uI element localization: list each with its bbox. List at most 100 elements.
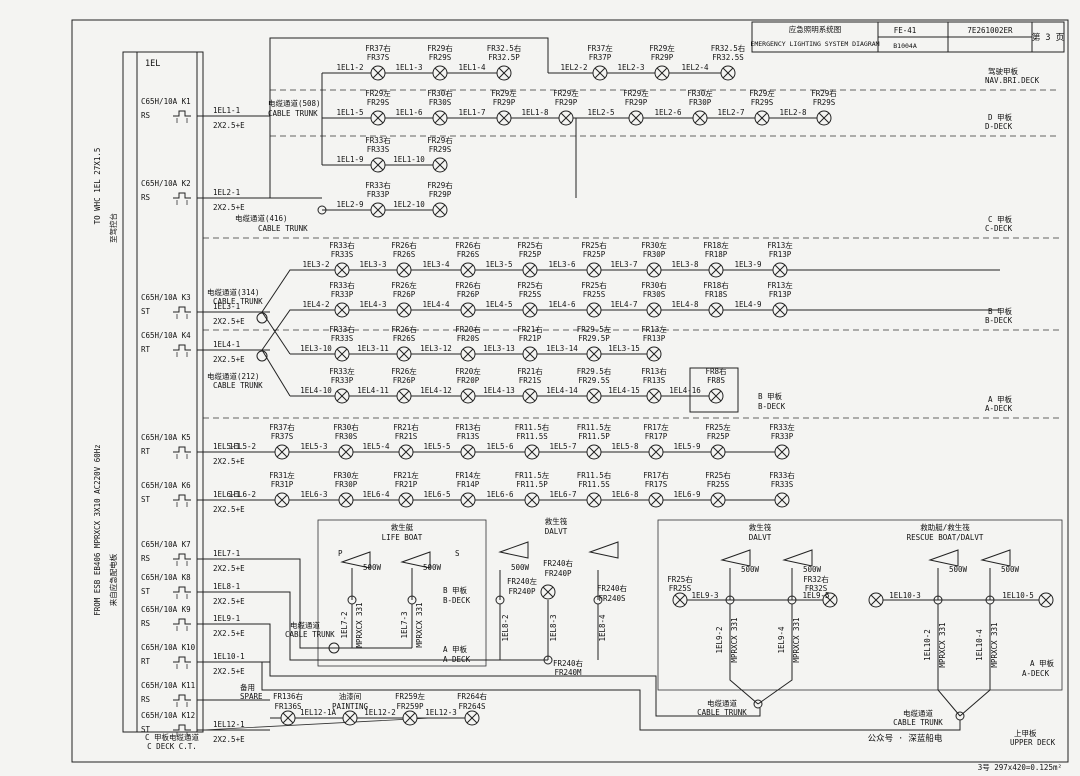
row-c-deck-lamp-pos: FR26右 xyxy=(455,240,481,250)
row-d2-lamp-id: FR29S xyxy=(429,145,452,154)
floodlight xyxy=(498,541,529,559)
seg-label: 1EL12-3 xyxy=(425,708,457,717)
row-c-deck-lamp-icon xyxy=(396,262,412,278)
row-c-deck-circuit-label: 1EL3-7 xyxy=(610,260,637,269)
row-b2-lamp-icon xyxy=(460,346,476,362)
row-b2-lamp-id: FR21P xyxy=(519,334,542,343)
vert-cable: MPRXCX 331 xyxy=(938,622,947,667)
feeder-to-whc: TO WHC 1EL 27X1.5 xyxy=(93,148,102,225)
row-d-lamp-pos: FR29左 xyxy=(749,88,775,98)
trunk-label-en: CABLE TRUNK xyxy=(213,297,263,306)
row-k6-lamp-pos: FR30左 xyxy=(333,470,359,480)
row-d2-circuit-label: 1EL1-9 xyxy=(336,155,363,164)
row-k5-lamp-icon xyxy=(586,444,602,460)
row-a-circuit-label: 1EL4-12 xyxy=(420,386,452,395)
row-a-lamp-id: FR29.5S xyxy=(578,376,610,385)
row-d-lamp-id: FR29P xyxy=(625,98,648,107)
row-a-lamp-pos: FR33左 xyxy=(329,366,355,376)
row-nav-b-lamp-icon xyxy=(720,65,736,81)
spare-en: SPARE xyxy=(240,692,263,701)
row-k6-lamp-icon xyxy=(274,492,290,508)
row-nav-b-lamp-id: FR29P xyxy=(651,53,674,62)
feeder-cable: 2X2.5+E xyxy=(213,735,245,744)
feeder-circuit: 1EL9-1 xyxy=(213,614,240,623)
breaker-phase: RT xyxy=(141,447,151,456)
breaker-phase: RT xyxy=(141,345,151,354)
row-d2-lamp-id: FR33S xyxy=(367,145,390,154)
row-k5-lamp-id: FR37S xyxy=(271,432,294,441)
lamp-pos: FR136右 xyxy=(273,691,304,701)
row-d-lamp-icon xyxy=(816,110,832,126)
vert-circuit: 1EL8-3 xyxy=(549,614,558,641)
lamp-pos: FR240左 xyxy=(507,576,538,586)
row-k5-circuit-label: 1EL5-3 xyxy=(300,442,327,451)
vert-circuit: 1EL8-4 xyxy=(598,614,607,642)
vert-cable: MPRXCX 331 xyxy=(415,602,424,647)
row-b-deck-lamp-icon xyxy=(522,302,538,318)
row-k5-lamp-icon xyxy=(524,444,540,460)
row-c-deck-circuit-label: 1EL3-9 xyxy=(734,260,761,269)
row-b-deck-lamp-pos: FR25右 xyxy=(581,280,607,290)
breaker-phase: ST xyxy=(141,495,151,504)
row-k6-circuit-label: 1EL6-5 xyxy=(423,490,450,499)
row-c-deck-lamp-icon xyxy=(646,262,662,278)
row-k5-circuit-label: 1EL5-5 xyxy=(423,442,450,451)
row-b-deck-lamp-id: FR25S xyxy=(519,290,542,299)
row-c-lamp-id: FR29P xyxy=(429,190,452,199)
row-k6-lamp-pos: FR17右 xyxy=(643,470,669,480)
rescue-cable xyxy=(959,604,991,717)
row-k5-lamp-pos: FR33左 xyxy=(769,422,795,432)
row-c-lamp-icon xyxy=(432,202,448,218)
panel-bus-label-en: C DECK C.T. xyxy=(147,742,197,751)
breaker-phase: RS xyxy=(141,695,151,704)
feeder-circuit: 1EL6-1 xyxy=(213,490,240,499)
row-d2-lamp-icon xyxy=(370,157,386,173)
trunk-label-en: CABLE TRUNK xyxy=(258,224,308,233)
deck-label-cn: 上甲板 xyxy=(1014,728,1037,738)
breaker-k2 xyxy=(173,192,191,205)
diagram-frame xyxy=(71,19,1069,763)
lamp-pos: FR259左 xyxy=(395,691,426,701)
row-b2-lamp-id: FR33S xyxy=(331,334,354,343)
row-nav-b-circuit-label: 1EL2-2 xyxy=(560,63,587,72)
breaker-k10 xyxy=(173,656,191,669)
breaker-rating: C65H/10A K9 xyxy=(141,605,191,614)
panel-1el xyxy=(122,51,204,733)
row-a-lamp-icon xyxy=(334,388,350,404)
row-d2-lamp-pos: FR29右 xyxy=(427,135,453,145)
breaker-rating: C65H/10A K7 xyxy=(141,540,191,549)
row-nav-a-lamp-pos: FR37右 xyxy=(365,43,391,53)
dalvt2-en: DALVT xyxy=(749,533,772,542)
row-d-circuit-label: 1EL2-6 xyxy=(654,108,682,117)
row-c-lamp-icon xyxy=(370,202,386,218)
row-nav-b-lamp-pos: FR32.5右 xyxy=(711,43,746,53)
row-b2-lamp-icon xyxy=(522,346,538,362)
vert-circuit: 1EL7-2 xyxy=(340,611,349,638)
lamp-id: FR240P xyxy=(508,587,536,596)
circuit-wiring xyxy=(122,37,1063,737)
feeder-circuit: 1EL1-1 xyxy=(213,106,240,115)
node-pos: FR240右 xyxy=(553,658,584,668)
row-c-circuit-label: 1EL2-9 xyxy=(336,200,363,209)
row-d-circuit-label: 1EL2-5 xyxy=(587,108,614,117)
row-b2-lamp-pos: FR21右 xyxy=(517,324,543,334)
row-a-circuit-label: 1EL4-15 xyxy=(608,386,640,395)
breaker-phase: ST xyxy=(141,587,151,596)
row-k5-circuit-label: 1EL5-2 xyxy=(229,442,256,451)
breaker-rating: C65H/10A K6 xyxy=(141,481,191,490)
deck-label-cn: C 甲板 xyxy=(988,214,1013,224)
breaker-rating: C65H/10A K2 xyxy=(141,179,191,188)
breaker-k1 xyxy=(173,110,191,123)
row-c-deck-lamp-icon xyxy=(522,262,538,278)
row-a-lamp-icon xyxy=(522,388,538,404)
row-k5-lamp-pos: FR21右 xyxy=(393,422,419,432)
seg-label: 1EL12-2 xyxy=(364,708,396,717)
row-b-deck-circuit-label: 1EL4-5 xyxy=(485,300,512,309)
row-c-deck-lamp-pos: FR25右 xyxy=(581,240,607,250)
vert-cable: MPRXCX 331 xyxy=(990,622,999,667)
row-k6-lamp-icon xyxy=(460,492,476,508)
row-a-lamp-id: FR26P xyxy=(393,376,416,385)
breaker-phase: RS xyxy=(141,111,151,120)
row-b-deck-lamp-icon xyxy=(772,302,788,318)
row-k6-lamp-icon xyxy=(338,492,354,508)
